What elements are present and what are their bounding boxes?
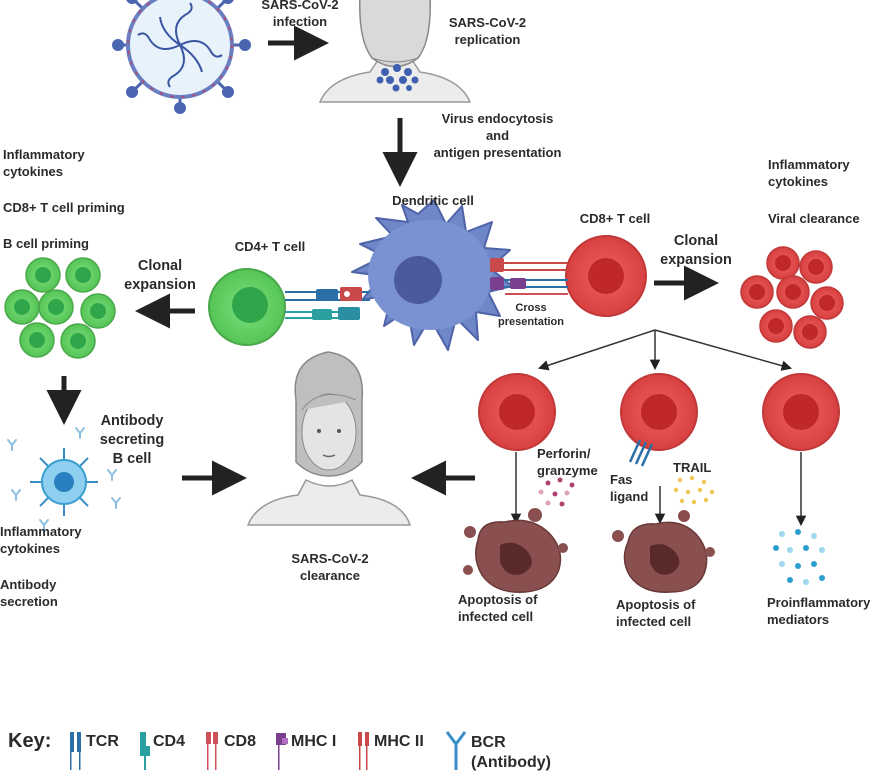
key-tcr-icon	[70, 732, 81, 770]
cd4-synapse-receptors	[285, 287, 370, 320]
label-apoptosis-2: Apoptosis of infected cell	[616, 597, 696, 629]
label-trail: TRAIL	[673, 460, 712, 475]
effector-cd8-cells	[478, 373, 840, 451]
cd4-t-cell-icon	[208, 268, 286, 346]
perforin-granules-icon	[538, 477, 575, 507]
label-right-inflammatory: Inflammatory cytokines	[768, 157, 850, 189]
key-label-cd8: CD8	[224, 733, 257, 750]
label-dendritic-cell: Dendritic cell	[392, 193, 474, 208]
label-b-cell-priming: B cell priming	[3, 236, 89, 251]
key-cd8-icon	[206, 732, 218, 770]
key-title: Key:	[8, 730, 52, 752]
label-left-inflammatory: Inflammatory cytokines	[3, 147, 85, 179]
label-viral-clearance: Viral clearance	[768, 211, 860, 226]
label-antibody-secretion: Antibody secretion	[0, 577, 58, 609]
cd8-clones-icon	[740, 246, 844, 349]
proinflammatory-mediators-icon	[773, 529, 825, 585]
patient-recovered-icon	[246, 351, 412, 526]
outcome-arrows	[510, 452, 807, 527]
cd4-clones-icon	[4, 257, 116, 359]
trail-molecules-icon	[673, 475, 715, 505]
fas-ligand-receptor-icon	[628, 439, 654, 467]
key-label-tcr: TCR	[86, 733, 119, 750]
label-clearance: SARS-CoV-2 clearance	[291, 551, 369, 583]
label-replication: SARS-CoV-2 replication	[448, 15, 527, 47]
label-endocytosis: Virus endocytosis and antigen presentati…	[433, 111, 562, 160]
label-antibody-secreting-b-cell: Antibody secreting B cell	[99, 413, 165, 467]
key-label-cd4: CD4	[153, 733, 186, 750]
label-cross-presentation: Cross presentation	[497, 302, 564, 328]
label-bcell-inflammatory: Inflammatory cytokines	[0, 524, 82, 556]
key-cd4-icon	[140, 732, 150, 770]
key-mhc1-icon	[276, 733, 288, 770]
branch-lines	[538, 329, 793, 371]
key-label-mhc1: MHC I	[291, 733, 337, 750]
dendritic-cell-icon	[351, 199, 513, 351]
label-proinflammatory: Proinflammatory mediators	[767, 595, 870, 627]
patient-infected-icon	[318, 0, 472, 103]
sars-cov-2-virus-icon	[112, 0, 251, 114]
key-bcr-icon	[445, 731, 467, 770]
cd8-synapse-receptors	[490, 258, 568, 295]
apoptotic-cell-2-icon	[612, 510, 715, 593]
label-apoptosis-1: Apoptosis of infected cell	[458, 592, 538, 624]
label-perforin: Perforin/ granzyme	[537, 446, 598, 478]
cd8-t-cell-icon	[565, 235, 647, 317]
key-label-mhc2: MHC II	[374, 733, 424, 750]
label-cd8-priming: CD8+ T cell priming	[3, 200, 125, 215]
label-cd8-t-cell: CD8+ T cell	[579, 211, 651, 226]
label-cd4-t-cell: CD4+ T cell	[234, 239, 306, 254]
label-clonal-expansion-right: Clonal expansion	[660, 233, 732, 268]
label-infection: SARS-CoV-2 infection	[261, 0, 339, 29]
key-icons	[70, 731, 467, 770]
label-fas-ligand: Fas ligand	[610, 472, 649, 504]
label-clonal-expansion-left: Clonal expansion	[124, 258, 196, 293]
apoptotic-cell-1-icon	[463, 508, 568, 593]
key-mhc2-icon	[358, 732, 369, 770]
antibody-secreting-b-cell-icon	[7, 427, 121, 531]
key-label-bcr: BCR (Antibody)	[471, 734, 551, 771]
